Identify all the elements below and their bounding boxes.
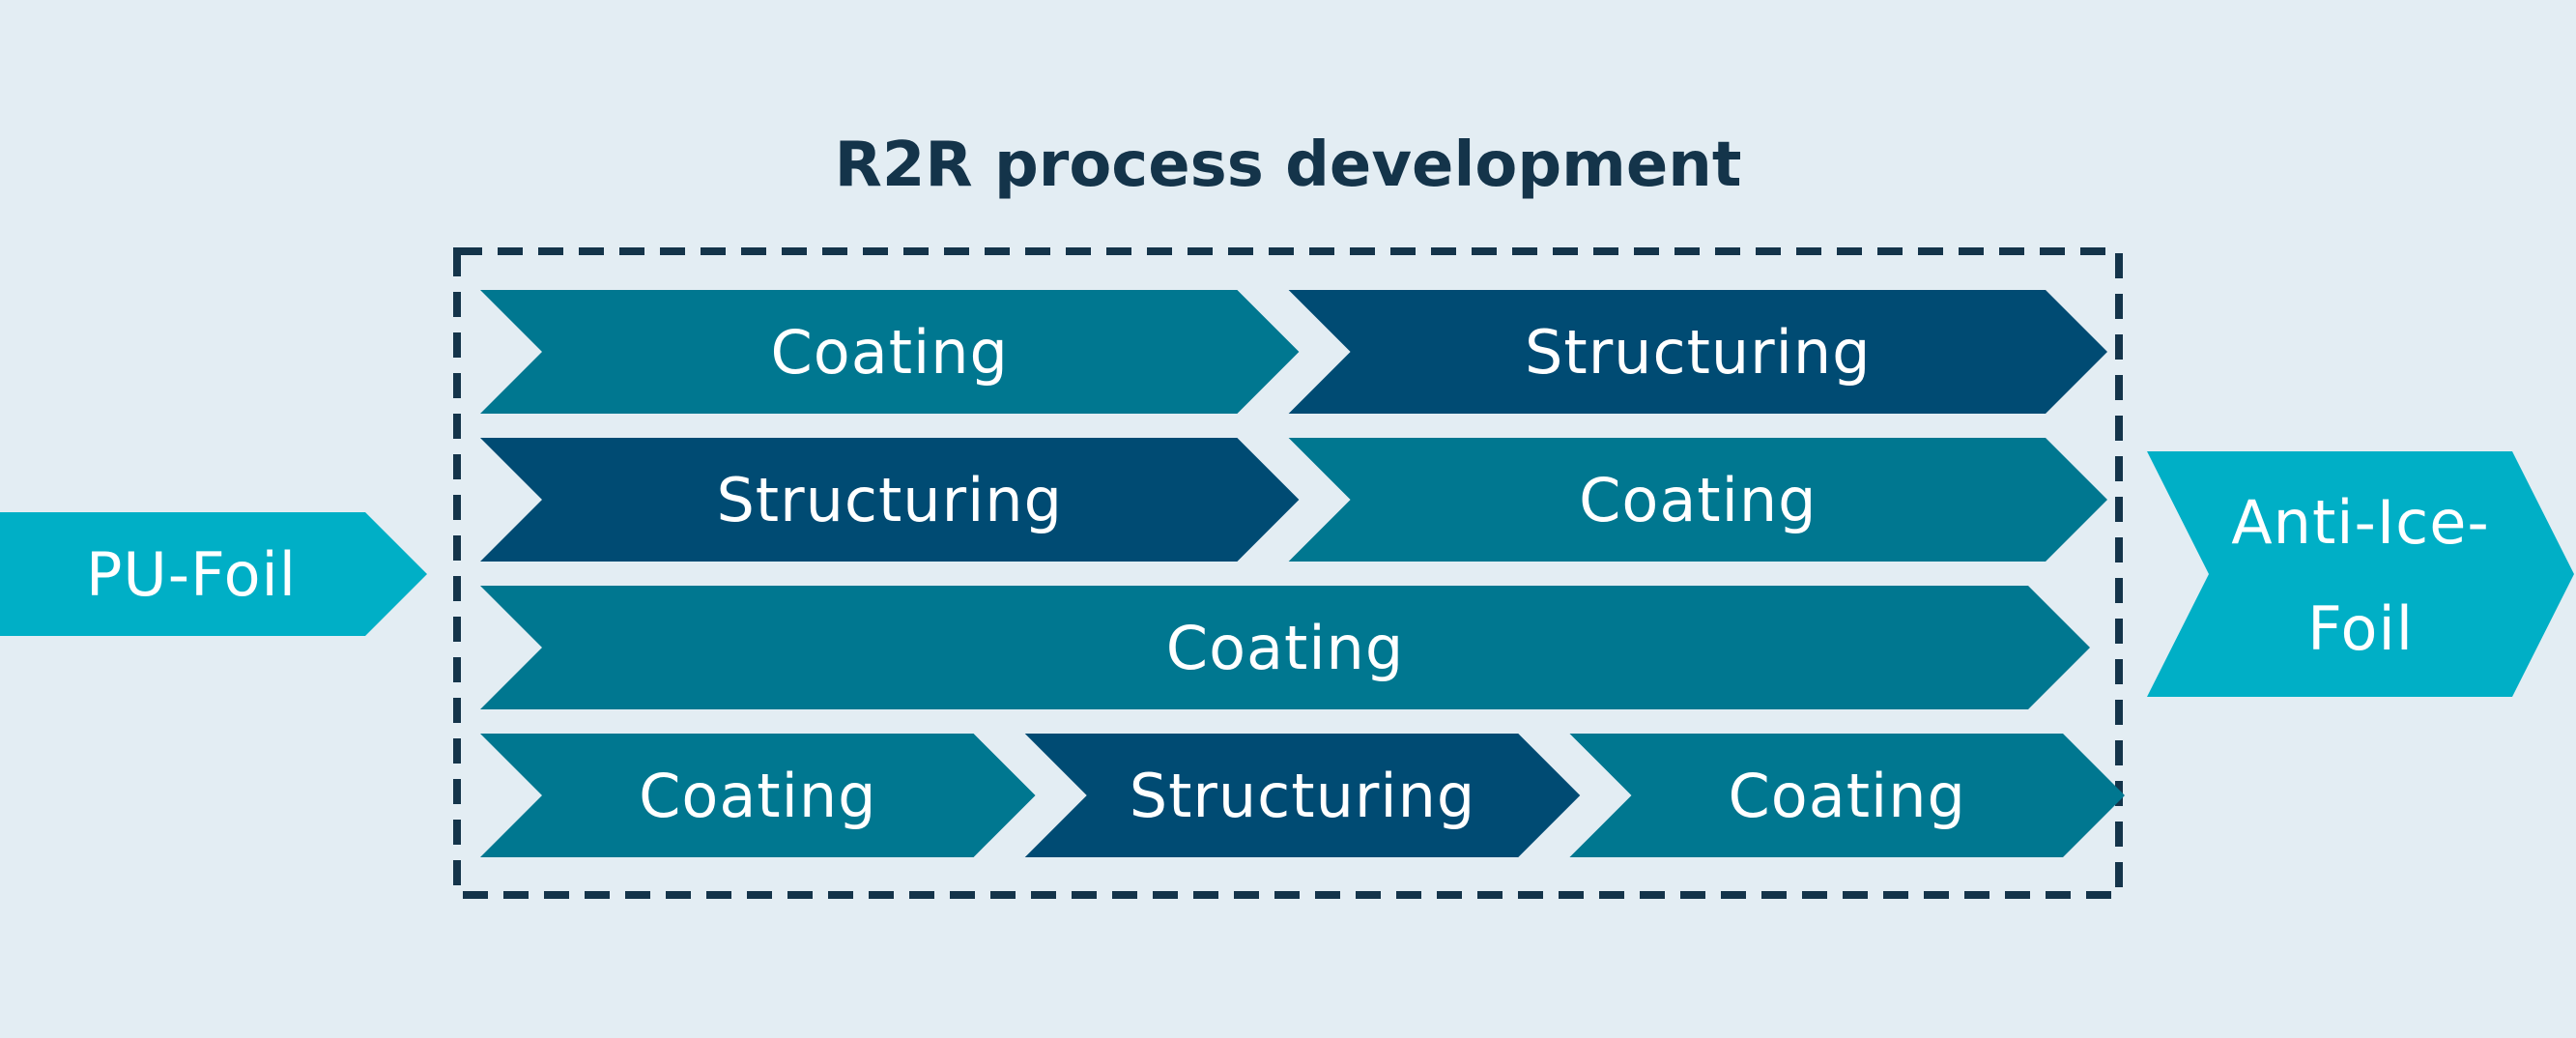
output-label-line1: Anti-Ice- bbox=[2231, 487, 2490, 558]
process-frame bbox=[453, 247, 2123, 899]
coating-step-chevron bbox=[480, 734, 1036, 857]
output-label-line2: Foil bbox=[2307, 593, 2414, 664]
coating-step-label: Coating bbox=[770, 317, 1008, 388]
input-arrow-shape bbox=[0, 512, 427, 636]
structuring-step-chevron bbox=[1024, 734, 1581, 857]
structuring-step-chevron bbox=[480, 438, 1300, 562]
process-row-3: Coating bbox=[480, 586, 2090, 709]
structuring-step-chevron bbox=[1288, 290, 2107, 414]
input-label: PU-Foil bbox=[86, 539, 297, 610]
coating-step-chevron bbox=[1569, 734, 2125, 857]
coating-step-label: Coating bbox=[1728, 761, 1965, 831]
coating-step-label: Coating bbox=[1166, 613, 1404, 683]
structuring-step-label: Structuring bbox=[716, 465, 1063, 535]
process-row-2: Structuring Coating bbox=[480, 438, 2107, 562]
coating-step-chevron bbox=[480, 586, 2090, 709]
output-arrow: Anti-Ice- Foil bbox=[2147, 451, 2574, 697]
coating-step-label: Coating bbox=[639, 761, 876, 831]
coating-step-label: Coating bbox=[1579, 465, 1817, 535]
process-row-1: Coating Structuring bbox=[480, 290, 2107, 414]
process-row-4: Coating Structuring Coating bbox=[480, 734, 2125, 857]
structuring-step-label: Structuring bbox=[1525, 317, 1872, 388]
coating-step-chevron bbox=[480, 290, 1300, 414]
input-arrow: PU-Foil bbox=[0, 512, 427, 636]
coating-step-chevron bbox=[1288, 438, 2107, 562]
structuring-step-label: Structuring bbox=[1130, 761, 1476, 831]
output-arrow-shape bbox=[2147, 451, 2574, 697]
diagram-title: R2R process development bbox=[835, 130, 1742, 201]
